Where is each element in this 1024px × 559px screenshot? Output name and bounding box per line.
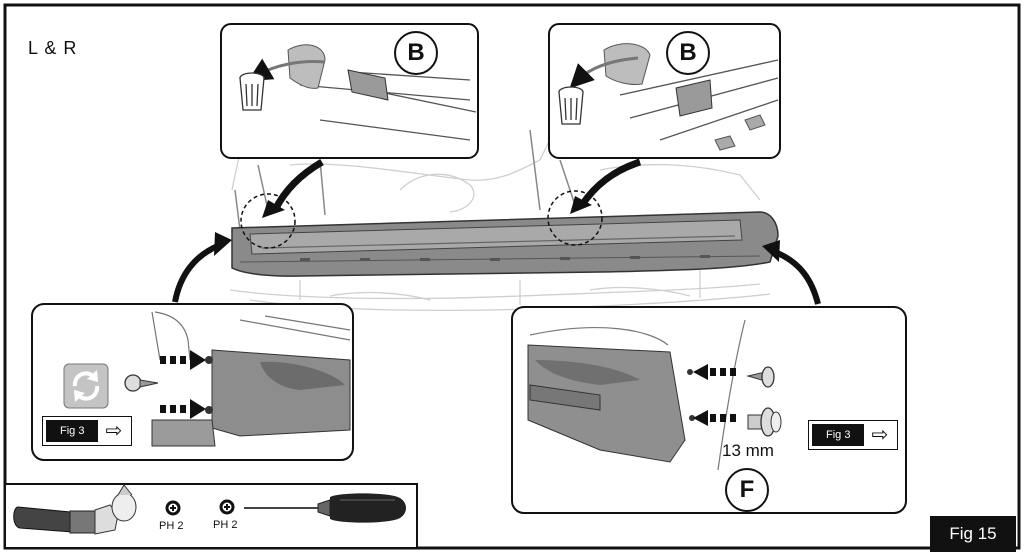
figure-ref-right: Fig 3 ⇨ [808,420,898,450]
detail-box-bottom-right [511,306,907,514]
rotate-icon [63,363,109,409]
callout-f: F [725,468,769,512]
pointer-arrows [172,158,821,305]
figure-ref-left: Fig 3 ⇨ [42,416,132,446]
fastener-size: 13 mm [722,441,774,460]
screwdriver-icon [244,493,406,523]
tool-box [4,483,418,549]
outer-frame [3,3,1021,550]
side-label: L & R [28,38,78,58]
detail-box-top-left [220,23,479,159]
figure-ref-left-label: Fig 3 [46,420,99,442]
tool-tip-right: PH 2 [213,519,238,531]
figure-number: Fig 15 [930,516,1016,552]
detail-circle-right [547,190,603,246]
phillips-icon [219,499,235,515]
callout-b-left: B [394,31,438,75]
arrow-right-icon: ⇨ [871,424,889,446]
callout-b-right: B [666,31,710,75]
door-opening [234,129,576,231]
screw-icon [746,366,775,388]
detail-circle-left [240,193,296,249]
power-drill-icon [13,484,137,535]
push-clip-icon [747,407,782,437]
screw-icon [124,374,159,392]
side-skirt [231,211,779,277]
detail-box-top-right [548,23,781,159]
figure-ref-right-label: Fig 3 [812,424,865,446]
phillips-icon [165,500,181,516]
tool-tip-left: PH 2 [159,520,184,532]
arrow-right-icon: ⇨ [105,420,123,442]
